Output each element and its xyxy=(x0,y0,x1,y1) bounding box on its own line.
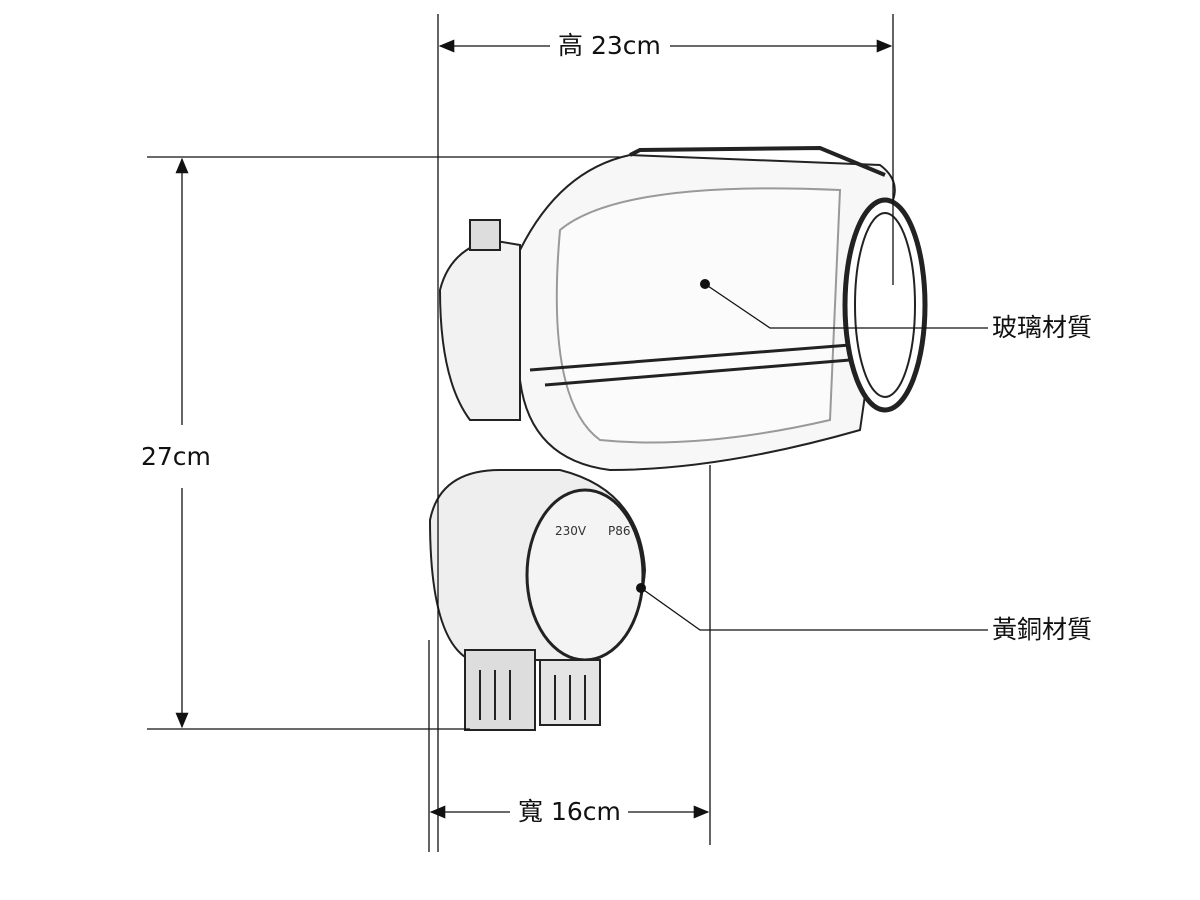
marking-code: P86 xyxy=(608,524,631,538)
brass-material-label: 黃銅材質 xyxy=(988,615,1097,645)
marking-voltage: 230V xyxy=(555,524,587,538)
brass-callout-dot xyxy=(636,583,646,593)
width-dimension-label: 寬 16cm xyxy=(512,797,627,827)
depth-dimension-label: 27cm xyxy=(135,442,217,472)
dimension-lines xyxy=(147,14,988,852)
glass-material-label: 玻璃材質 xyxy=(988,313,1097,343)
height-dimension-label: 高 23cm xyxy=(552,31,667,61)
glass-callout-dot xyxy=(700,279,710,289)
lamp-illustration: 230V P86 xyxy=(428,145,928,731)
